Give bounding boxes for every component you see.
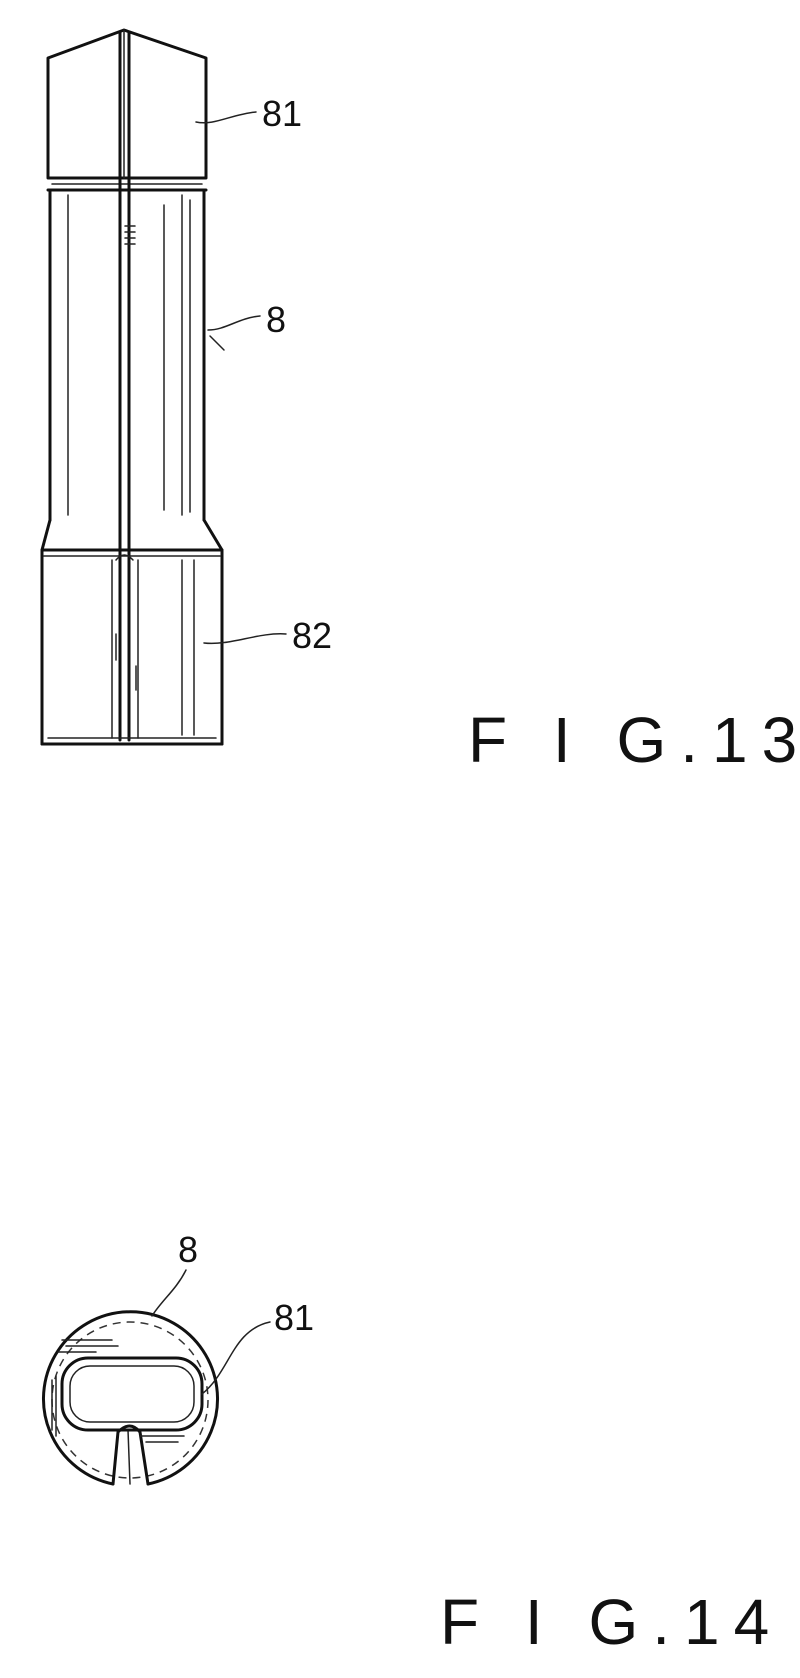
fig14-end-view [42, 1310, 219, 1486]
fig13-sleeve [40, 28, 224, 746]
top-end-cap [46, 28, 208, 192]
tube-body [48, 188, 206, 522]
fig13-label-8: 8 [266, 299, 286, 340]
axial-slit [118, 29, 136, 742]
bottom-end [40, 548, 224, 746]
fig13-caption: F I G.13 [468, 704, 800, 776]
fig14-caption: F I G.14 [440, 1586, 783, 1658]
fig14-label-8: 8 [178, 1229, 198, 1270]
fig14-label-81: 81 [274, 1297, 314, 1338]
transition-collar [40, 518, 224, 561]
fig13-label-81: 81 [262, 93, 302, 134]
fig13-label-82: 82 [292, 615, 332, 656]
fig13-leaders [195, 111, 287, 645]
fig14-leaders [151, 1269, 271, 1395]
